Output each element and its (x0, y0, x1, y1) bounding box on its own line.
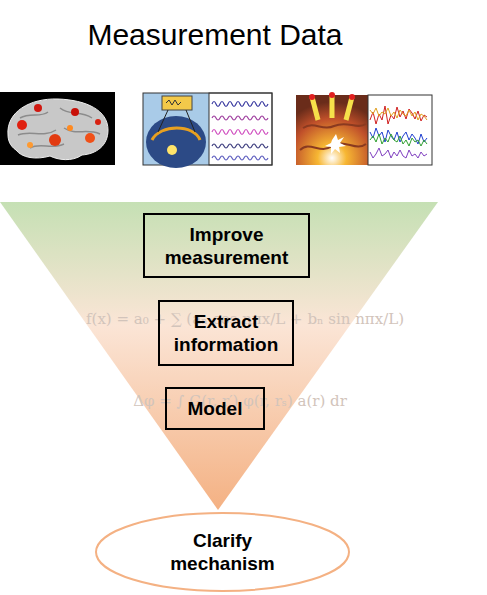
meg-image (296, 92, 432, 165)
head-shape (146, 116, 206, 168)
ellipse-outline (96, 513, 349, 591)
eeg-trace (212, 144, 268, 148)
activation-spot (85, 133, 95, 143)
eeg-image (143, 93, 272, 168)
meg-trace (370, 148, 427, 158)
meg-trace (370, 106, 427, 124)
amplifier-signal (166, 100, 181, 105)
activation-spot (34, 104, 42, 112)
image-background (0, 92, 115, 165)
funnel-triangle (0, 202, 438, 510)
eeg-trace (212, 102, 268, 107)
meg-sensor (330, 95, 335, 118)
activation-spot (27, 142, 33, 148)
electrode-wire (158, 110, 168, 132)
activation-spot (49, 134, 61, 146)
process-box: Model (165, 387, 265, 430)
fmri-image (0, 92, 115, 165)
meg-sensor (346, 97, 352, 120)
eeg-trace (212, 156, 268, 160)
meg-trace (370, 108, 427, 120)
brain-shape (8, 99, 108, 160)
electrode-wire (186, 110, 195, 132)
activation-spot (95, 119, 101, 125)
brain-folds (18, 108, 100, 148)
node-text: Clarify mechanism (158, 529, 288, 575)
process-box: Extract information (158, 300, 294, 366)
process-box: Improve measurement (143, 213, 310, 278)
activation-spot (71, 108, 79, 116)
trace-panel (209, 93, 272, 165)
meg-trace (370, 134, 427, 146)
sensor-tip (349, 94, 355, 100)
sensor-tip (309, 94, 315, 100)
head-surface (296, 95, 368, 165)
meg-sensor (312, 97, 318, 120)
activation-spot (67, 125, 73, 131)
source-spark (325, 134, 346, 154)
node-text: Improve measurement (145, 223, 308, 269)
activation-spot (17, 120, 27, 130)
eeg-trace (212, 116, 268, 120)
source-spark (167, 145, 177, 155)
cortex-fold (303, 124, 366, 128)
trace-panel (368, 95, 432, 165)
sensor-tip (329, 92, 335, 98)
diagram-title: Measurement Data (40, 18, 390, 52)
ellipse-outline (95, 512, 350, 592)
result-ellipse: Clarify mechanism (95, 512, 350, 592)
eeg-trace (212, 130, 268, 135)
amplifier-box (162, 96, 192, 110)
node-text: Extract information (160, 310, 292, 356)
node-text: Model (188, 397, 243, 420)
